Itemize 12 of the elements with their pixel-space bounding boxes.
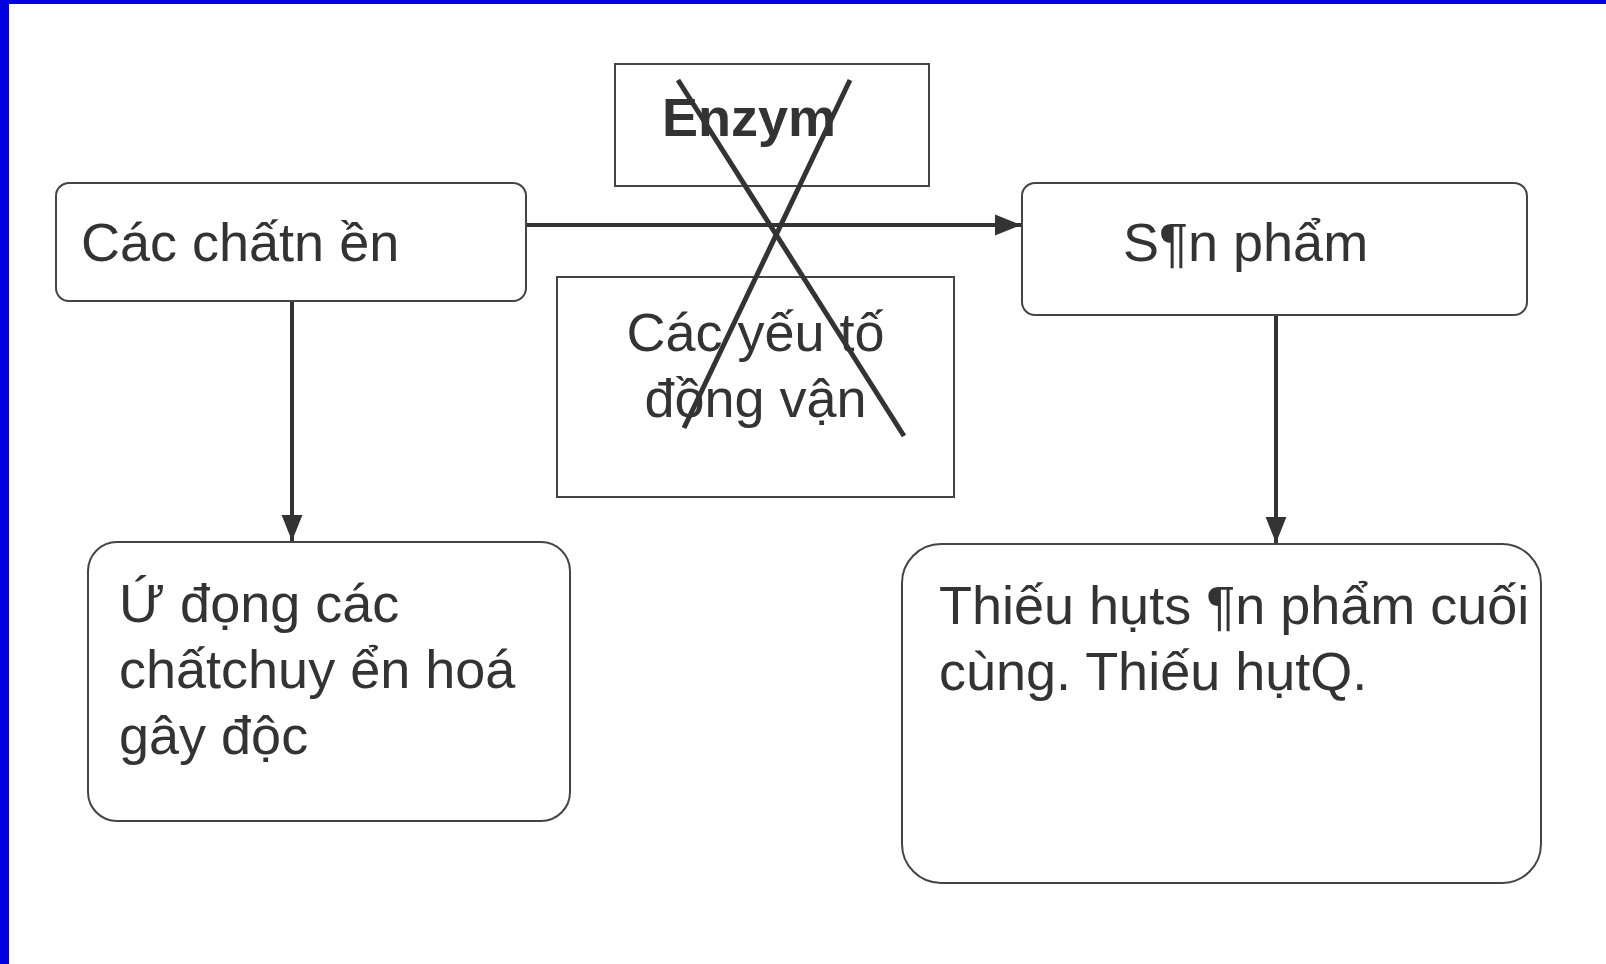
node-label: Thiếu hụts ¶n phẩm cuối cùng. Thiếu hụtQ.: [939, 574, 1531, 703]
process-box: [901, 543, 1542, 884]
node-label: Các chấtn ền: [81, 211, 401, 274]
arrow: [527, 214, 1021, 236]
arrow: [1265, 316, 1287, 543]
process-box: [55, 182, 527, 302]
process-box: [87, 541, 571, 822]
process-box: [1021, 182, 1528, 316]
process-box: [556, 276, 955, 498]
node-label: S¶n phẩm: [1123, 211, 1370, 274]
arrow: [281, 302, 303, 541]
node-label: Ứ đọng các chấtchuy ển hoá gây độc: [119, 572, 517, 767]
